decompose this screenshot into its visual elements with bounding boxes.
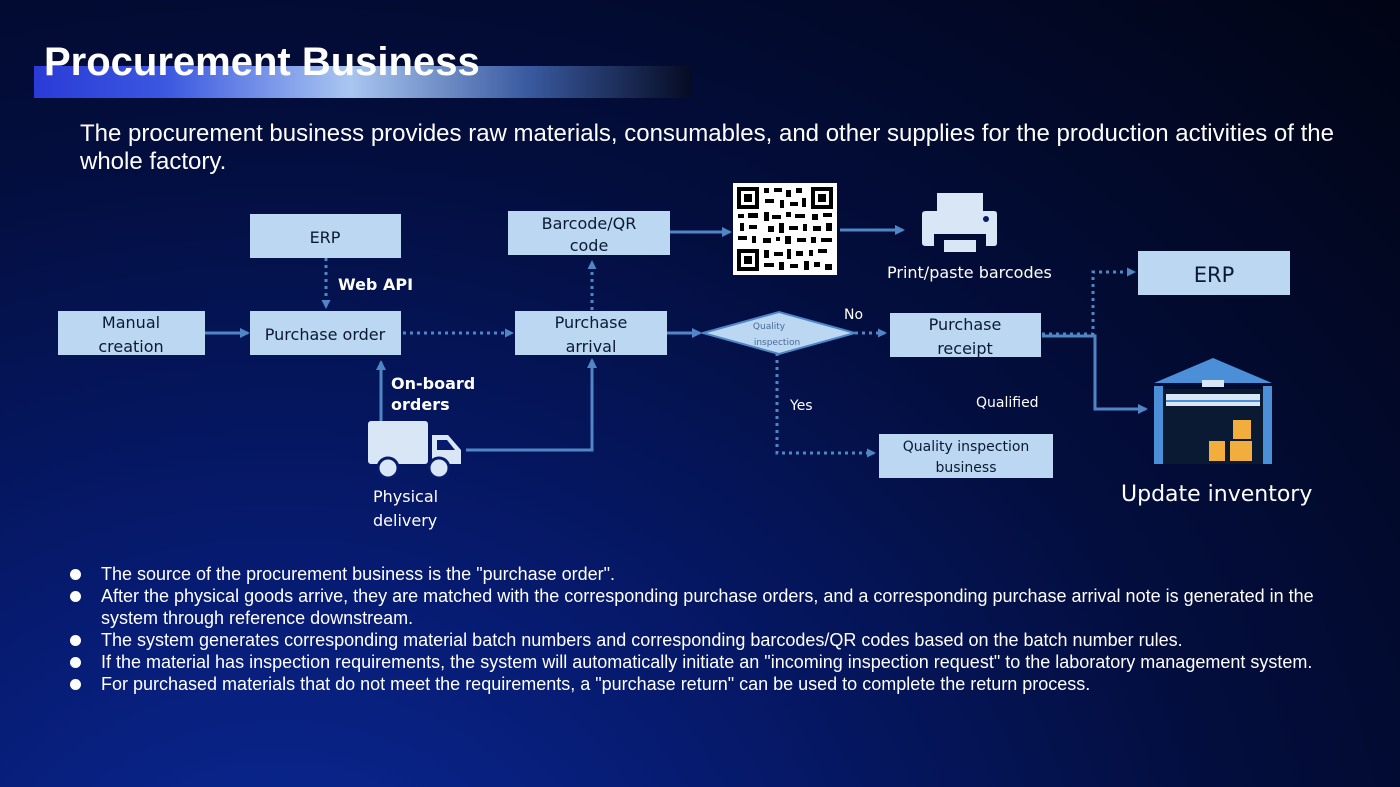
onboard-label-line2: orders [391, 395, 450, 414]
bullet-item: If the material has inspection requireme… [68, 651, 1348, 673]
update-inventory-label: Update inventory [1121, 482, 1312, 507]
bullet-item: After the physical goods arrive, they ar… [68, 585, 1348, 629]
qi-business-line1: Quality inspection [903, 439, 1030, 455]
purchase-receipt-box [890, 313, 1041, 357]
manual-label-line1: Manual [102, 313, 160, 332]
qi-business-line2: business [935, 460, 996, 476]
print-barcodes-label: Print/paste barcodes [887, 263, 1052, 282]
qualified-label: Qualified [976, 395, 1039, 411]
erp-right-box [1138, 251, 1290, 295]
purchase-arrival-box [515, 311, 667, 355]
erp-top-box [250, 214, 401, 258]
arrival-label-line1: Purchase [555, 313, 628, 332]
erp-right-label: ERP [1194, 263, 1235, 287]
no-label: No [844, 307, 863, 323]
bullet-item: For purchased materials that do not meet… [68, 673, 1348, 695]
bullet-dot [70, 569, 81, 580]
bullet-text: If the material has inspection requireme… [101, 652, 1313, 672]
bullet-list: The source of the procurement business i… [68, 563, 1348, 695]
bullet-text: The source of the procurement business i… [101, 564, 616, 584]
barcode-label-line1: Barcode/QR [542, 214, 637, 233]
truck-icon [368, 421, 461, 480]
bullet-item: The system generates corresponding mater… [68, 629, 1348, 651]
erp-top-label: ERP [310, 228, 341, 247]
intro-text: The procurement business provides raw ma… [80, 120, 1334, 175]
qi-label-line2: inspection [754, 338, 800, 348]
arrival-label-line2: arrival [566, 337, 617, 356]
warehouse-icon [1154, 358, 1272, 464]
qi-business-box [879, 434, 1053, 478]
onboard-label-line1: On-board [391, 374, 475, 393]
barcode-label-line2: code [570, 236, 609, 255]
receipt-label-line2: receipt [937, 339, 993, 358]
physical-label-line2: delivery [373, 511, 437, 530]
manual-label-line2: creation [98, 337, 163, 356]
manual-creation-box [58, 311, 205, 355]
printer-icon [922, 193, 997, 252]
bullet-item: The source of the procurement business i… [68, 563, 1348, 585]
arrow-truck-to-arrival [466, 358, 597, 452]
quality-inspection-diamond [699, 310, 859, 356]
arrow-receipt-to-warehouse [1042, 334, 1148, 414]
physical-label-line1: Physical [373, 487, 438, 506]
page-title: Procurement Business [44, 40, 480, 84]
barcode-box [508, 211, 670, 255]
web-api-label: Web API [338, 275, 413, 294]
bullet-dot [70, 657, 81, 668]
arrow-receipt-to-erp [1042, 267, 1136, 336]
purchase-order-label: Purchase order [265, 325, 386, 344]
qi-label-line1: Quality [753, 322, 786, 332]
bullet-dot [70, 591, 81, 602]
yes-label: Yes [789, 398, 813, 414]
qr-code-icon [733, 183, 837, 275]
receipt-label-line1: Purchase [929, 315, 1002, 334]
purchase-order-box [250, 311, 401, 355]
bullet-text: For purchased materials that do not meet… [101, 674, 1091, 694]
bullet-dot [70, 679, 81, 690]
bullet-dot [70, 635, 81, 646]
arrow-qi-to-qi-business [775, 353, 876, 458]
bullet-text: The system generates corresponding mater… [101, 630, 1183, 650]
title-underline-bar [34, 66, 692, 98]
bullet-text: After the physical goods arrive, they ar… [101, 586, 1314, 628]
